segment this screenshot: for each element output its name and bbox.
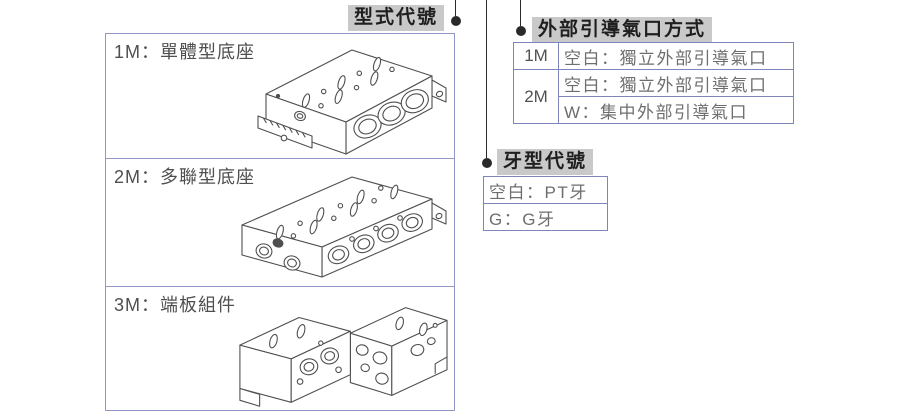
table-row: G：G牙 — [483, 203, 608, 231]
left-end-plate — [239, 316, 351, 407]
end-plate-3m-drawing — [239, 307, 448, 407]
thread-row-g: G：G牙 — [483, 203, 608, 231]
section-2m-label: 2M：多聯型底座 — [114, 167, 256, 187]
table-row: 1M 空白：獨立外部引導氣口 — [513, 42, 794, 70]
section-1m-label: 1M：單體型底座 — [114, 42, 256, 62]
connector-line-type-code — [455, 0, 456, 16]
section-2m: 2M：多聯型底座 — [106, 159, 454, 287]
right-tab — [431, 79, 447, 103]
connector-line-thread-code — [486, 0, 487, 158]
connector-dot-type-code — [451, 16, 461, 26]
top-slots — [275, 56, 395, 109]
thread-code-label: 牙型代號 — [497, 149, 594, 175]
pilot-row-2m-option-w: W：集中外部引導氣口 — [558, 96, 794, 124]
section-3m: 3M：端板組件 — [106, 287, 454, 410]
right-tab — [431, 202, 447, 225]
manifold-2m-drawing — [241, 176, 447, 278]
table-row: 空白：PT牙 — [483, 176, 608, 204]
connector-dot-pilot-port — [516, 26, 526, 36]
thread-code-table: 空白：PT牙 G：G牙 — [483, 176, 608, 231]
section-1m: 1M：單體型底座 — [106, 34, 454, 159]
end-ports — [255, 238, 301, 271]
front-ports — [327, 213, 423, 265]
manifold-1m-drawing — [257, 49, 447, 155]
type-code-label: 型式代號 — [348, 5, 445, 31]
front-ports — [353, 89, 429, 139]
thread-row-pt: 空白：PT牙 — [483, 176, 608, 204]
side-port — [294, 110, 306, 122]
pilot-port-label: 外部引導氣口方式 — [532, 17, 713, 43]
pilot-row-1m-option: 空白：獨立外部引導氣口 — [558, 42, 794, 70]
table-row: W：集中外部引導氣口 — [514, 96, 794, 124]
pilot-row-1m-code: 1M — [513, 42, 559, 70]
type-code-box: 1M：單體型底座 — [105, 33, 455, 411]
table-row: 2M 空白：獨立外部引導氣口 — [513, 69, 794, 124]
connector-line-pilot-port — [520, 0, 521, 26]
pilot-port-table: 1M 空白：獨立外部引導氣口 2M 空白：獨立外部引導氣口 W：集中外部引導氣口 — [513, 42, 794, 124]
mounting-bracket — [257, 115, 313, 149]
pilot-row-2m-option-blank: 空白：獨立外部引導氣口 — [558, 69, 794, 97]
connector-dot-thread-code — [482, 158, 492, 168]
pilot-row-2m-code: 2M — [513, 69, 559, 124]
section-3m-label: 3M：端板組件 — [114, 295, 237, 315]
right-end-plate — [349, 307, 448, 396]
top-slots — [275, 184, 399, 240]
